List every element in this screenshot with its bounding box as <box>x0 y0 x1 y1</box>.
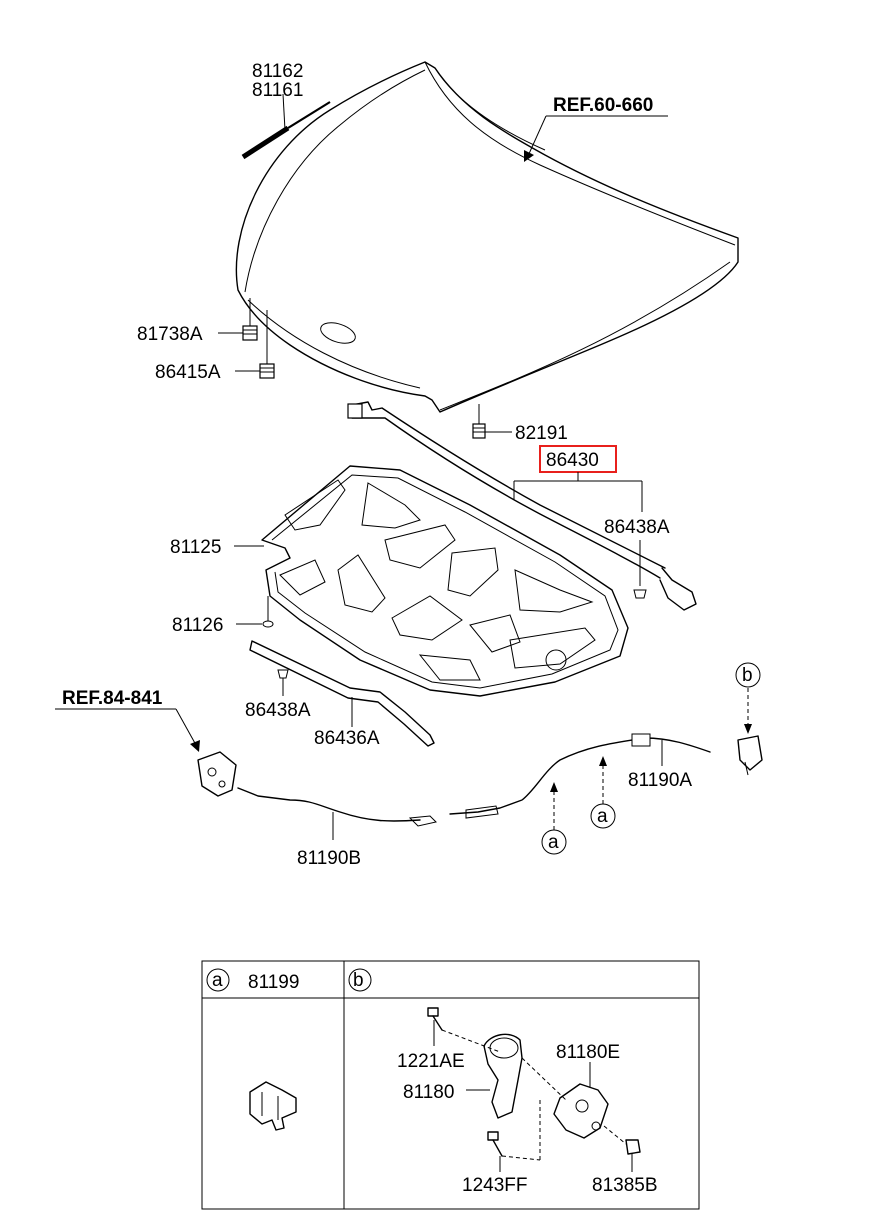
label-86415A: 86415A <box>155 362 221 383</box>
legend-b-letter: b <box>353 970 364 991</box>
callout-a-right: a <box>590 756 616 829</box>
hood-seal <box>347 401 697 611</box>
ref-84-841: REF.84-841 <box>62 688 163 709</box>
release-handle-assembly <box>427 1007 641 1172</box>
legend-b-part-81385B: 81385B <box>592 1175 658 1196</box>
label-81190B: 81190B <box>297 848 361 869</box>
label-81738A: 81738A <box>137 324 203 345</box>
label-86436A: 86436A <box>314 728 380 749</box>
svg-text:a: a <box>597 806 608 827</box>
label-86438A-lower: 86438A <box>245 700 311 721</box>
hood-panel <box>235 61 739 413</box>
seal-strip-86436A <box>249 640 435 747</box>
legend-b-part-81180E: 81180E <box>556 1042 620 1063</box>
callout-b-top: b <box>735 662 761 734</box>
release-handle <box>737 735 763 776</box>
clip-86438A <box>633 540 647 599</box>
legend-a-letter: a <box>212 970 223 991</box>
label-81161: 81161 <box>252 80 303 101</box>
legend-b-part-81180: 81180 <box>403 1082 454 1103</box>
cable-81190B <box>237 787 437 840</box>
label-86430: 86430 <box>546 450 599 471</box>
bumper-81738A <box>218 298 258 341</box>
label-82191: 82191 <box>515 423 568 444</box>
ref-60-660: REF.60-660 <box>553 95 653 116</box>
ref-84-841-leader <box>55 708 200 752</box>
legend-table: a 81199 b <box>201 960 700 1210</box>
legend-a-part: 81199 <box>248 972 299 993</box>
label-81190A: 81190A <box>628 770 692 791</box>
bumper-86415A <box>235 310 275 379</box>
label-81125: 81125 <box>170 537 221 558</box>
clip-81199 <box>249 1081 297 1131</box>
svg-text:b: b <box>742 665 753 686</box>
label-81162: 81162 <box>252 61 303 82</box>
svg-text:a: a <box>548 832 559 853</box>
bumper-82191 <box>472 404 512 439</box>
legend-b-part-1243FF: 1243FF <box>462 1175 527 1196</box>
gas-strut <box>241 93 331 160</box>
hood-insulator <box>261 465 629 697</box>
label-86438A-clip: 86438A <box>604 517 670 538</box>
ref-60-660-leader <box>524 115 668 162</box>
label-81126: 81126 <box>172 615 223 636</box>
clip-86438A-lower <box>277 669 289 696</box>
pad-81126 <box>236 596 274 628</box>
leader-86430 <box>513 472 643 512</box>
callout-a-left: a <box>541 782 567 855</box>
hood-latch <box>197 751 237 797</box>
cable-81190A <box>449 733 711 819</box>
legend-b-part-1221AE: 1221AE <box>397 1051 465 1072</box>
